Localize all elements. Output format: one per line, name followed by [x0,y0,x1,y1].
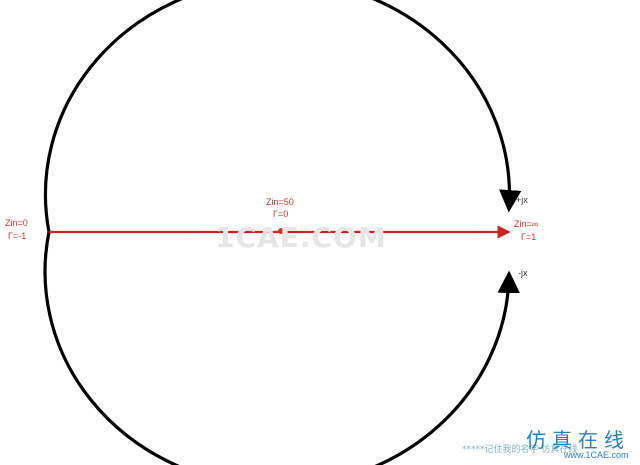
left-zin-label: Zin=0 [5,218,28,228]
lower-reactance-label: -jx [518,268,528,278]
watermark-footer: *****记住我的名字 仿真在线 [462,445,578,455]
center-gamma-label: Γ=0 [273,209,289,219]
center-zin-label: Zin=50 [266,197,294,207]
left-gamma-label: Γ=-1 [8,231,27,241]
upper-reactance-label: +jx [516,195,528,205]
right-zin-label: Zin=∞ [514,219,539,229]
lower-arc-negative-reactance [43,231,520,465]
watermark-center: 1CAE.COM [215,221,387,254]
center-point-marker [278,228,284,234]
right-gamma-label: Γ=1 [521,232,537,242]
brand-logo-text: 仿真在线 [526,428,630,452]
upper-arc-positive-reactance [43,0,522,233]
brand-url: www.1CAE.com [564,450,629,460]
